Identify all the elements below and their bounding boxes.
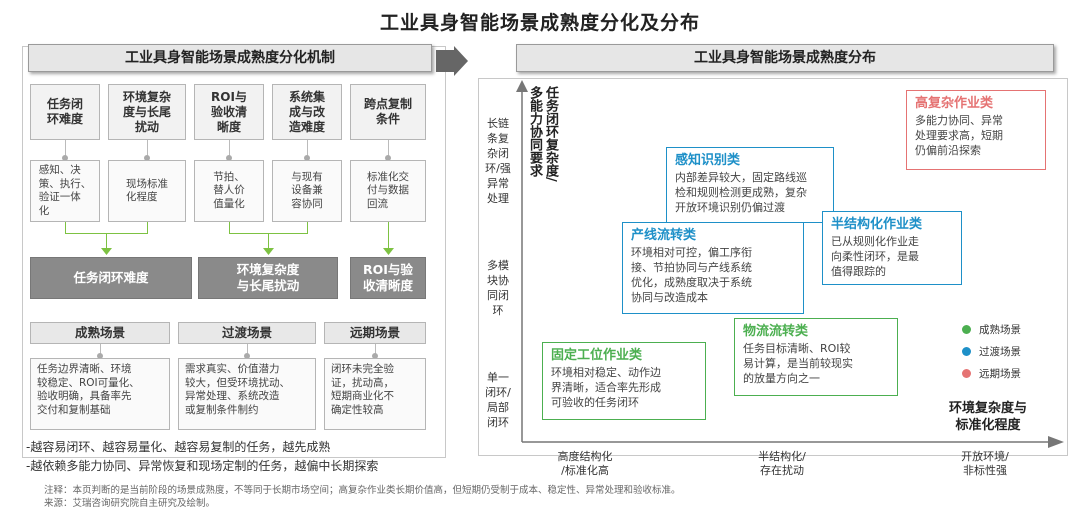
green-connector (268, 233, 269, 251)
mechanism-note-2: -越依赖多能力协同、异常恢复和现场定制的任务，越偏中长期探索 (26, 459, 379, 473)
group-roi: ROI与验 收清晰度 (350, 257, 426, 299)
x-level-structured: 高度结构化 /标准化高 (557, 450, 613, 477)
dimension-desc-task-loop: 感知、决 策、执行、 验证一体 化 (30, 160, 100, 222)
dimension-environment: 环境复杂 度与长尾 扰动 (108, 84, 186, 140)
scene-perception: 感知识别类 内部差异较大，固定路线巡 检和规则检测更成熟，复杂 开放环境识别仍偏… (666, 147, 834, 223)
y-level-high: 长链 条复 杂闭 环/强 异常 处理 (485, 117, 511, 205)
connector-dot (226, 155, 232, 161)
main-title: 工业具身智能场景成熟度分化及分布 (379, 12, 700, 34)
scene-production-line: 产线流转类 环境相对可控，偏工序衔 接、节拍协同与产线系统 优化，成熟度取决于系… (622, 222, 804, 314)
arrow-down-icon (263, 248, 274, 255)
legend-label: 成熟场景 (979, 323, 1021, 336)
green-connector (106, 233, 107, 251)
dimension-desc-roi: 节拍、 替人价 值量化 (194, 160, 264, 222)
legend-label: 远期场景 (979, 367, 1021, 380)
scene-title: 高复杂作业类 (915, 96, 994, 111)
stage-label-far: 远期场景 (324, 322, 426, 344)
connector-dot (144, 155, 150, 161)
mechanism-note-1: -越容易闭环、越容易量化、越容易复制的任务，越先成熟 (26, 440, 331, 454)
scene-text: 已从规则化作业走 向柔性闭环，是最 值得跟踪的 (831, 235, 919, 278)
arrow-down-icon (383, 248, 394, 255)
right-panel (478, 78, 1068, 456)
scene-text: 环境相对稳定、动作边 界清晰，适合率先形成 可验收的任务闭环 (551, 366, 661, 409)
legend-item-transition: 过渡场景 (962, 340, 1062, 362)
right-panel-header: 工业具身智能场景成熟度分布 (516, 44, 1054, 72)
stage-desc-far: 闭环未完全验 证，扰动高， 短期商业化不 确定性较高 (324, 358, 426, 430)
scene-text: 内部差异较大，固定路线巡 检和规则检测更成熟，复杂 开放环境识别仍偏过渡 (675, 171, 807, 214)
panel-arrow-icon (436, 46, 468, 76)
scene-title: 固定工位作业类 (551, 348, 643, 363)
connector-dot (62, 155, 68, 161)
stage-label-mature: 成熟场景 (30, 322, 170, 344)
stage-label-transition: 过渡场景 (178, 322, 316, 344)
legend-dot-icon (962, 324, 971, 334)
left-panel-header: 工业具身智能场景成熟度分化机制 (28, 44, 432, 72)
arrow-down-icon (101, 248, 112, 255)
legend-item-far: 远期场景 (962, 362, 1062, 384)
green-connector (147, 222, 148, 234)
y-level-low: 单一 闭环/ 局部 闭环 (485, 371, 511, 429)
connector (307, 140, 308, 158)
stage-desc-transition: 需求真实、价值潜力 较大，但受环境扰动、 异常处理、系统改造 或复制条件制约 (178, 358, 316, 430)
connector (147, 140, 148, 158)
scene-title: 物流流转类 (743, 324, 809, 339)
connector (100, 344, 101, 356)
dimension-integration: 系统集 成与改 造难度 (272, 84, 342, 140)
connector (65, 140, 66, 158)
legend-label: 过渡场景 (979, 345, 1021, 358)
group-task-loop: 任务闭环难度 (30, 257, 192, 299)
x-axis-title: 环境复杂度与 标准化程度 (948, 401, 1027, 433)
connector (247, 344, 248, 356)
dimension-desc-environment: 现场标准 化程度 (108, 160, 186, 222)
scene-title: 半结构化作业类 (831, 217, 923, 232)
legend-item-mature: 成熟场景 (962, 318, 1062, 340)
y-level-mid: 多模 块协 同闭 环 (487, 259, 509, 317)
connector-dot (385, 155, 391, 161)
scene-high-complexity: 高复杂作业类 多能力协同、异常 处理要求高，短期 仍偏前沿探索 (906, 90, 1046, 170)
stage-desc-mature: 任务边界清晰、环境 较稳定、ROI可量化、 验收明确，具备率先 交付和复制基础 (30, 358, 170, 430)
group-environment: 环境复杂度 与长尾扰动 (198, 257, 338, 299)
scene-title: 感知识别类 (675, 153, 741, 168)
dimension-task-loop: 任务闭 环难度 (30, 84, 100, 140)
scene-semi-structured: 半结构化作业类 已从规则化作业走 向柔性闭环，是最 值得跟踪的 (822, 211, 962, 285)
green-connector (229, 222, 230, 234)
green-connector (307, 222, 308, 234)
green-connector (65, 222, 66, 234)
connector-dot (97, 353, 103, 359)
scene-text: 环境相对可控，偏工序衔 接、节拍协同与产线系统 优化，成熟度取决于系统 协同与改… (631, 246, 752, 304)
scene-title: 产线流转类 (631, 228, 697, 243)
scene-text: 任务目标清晰、ROI较 易计算，是当前较现实 的放量方向之一 (743, 342, 853, 385)
x-level-semi: 半结构化/ 存在扰动 (758, 450, 806, 477)
footnote-note: 注释：本页判断的是当前阶段的场景成熟度，不等同于长期市场空间；高复杂作业类长期价… (44, 485, 681, 496)
dimension-replication: 跨点复制 条件 (350, 84, 426, 140)
footnote-source: 来源：艾瑞咨询研究院自主研究及绘制。 (44, 498, 216, 509)
dimension-desc-replication: 标准化交 付与数据 回流 (350, 160, 426, 222)
connector-dot (244, 353, 250, 359)
legend-dot-icon (962, 368, 971, 378)
connector (388, 140, 389, 158)
connector (375, 344, 376, 356)
green-connector (388, 222, 389, 251)
dimension-roi: ROI与 验收清 晰度 (194, 84, 264, 140)
legend: 成熟场景 过渡场景 远期场景 (962, 318, 1062, 384)
axes (516, 80, 1064, 448)
scene-text: 多能力协同、异常 处理要求高，短期 仍偏前沿探索 (915, 114, 1003, 157)
scene-logistics: 物流流转类 任务目标清晰、ROI较 易计算，是当前较现实 的放量方向之一 (734, 318, 898, 396)
connector-dot (304, 155, 310, 161)
scene-fixed-station: 固定工位作业类 环境相对稳定、动作边 界清晰，适合率先形成 可验收的任务闭环 (542, 342, 706, 420)
dimension-desc-integration: 与现有 设备兼 容协同 (272, 160, 342, 222)
legend-dot-icon (962, 346, 971, 356)
y-axis-title: 任务闭环复杂度/ 多能力协同要求 (527, 86, 558, 182)
connector-dot (372, 353, 378, 359)
connector (229, 140, 230, 158)
x-level-open: 开放环境/ 非标性强 (961, 450, 1009, 477)
